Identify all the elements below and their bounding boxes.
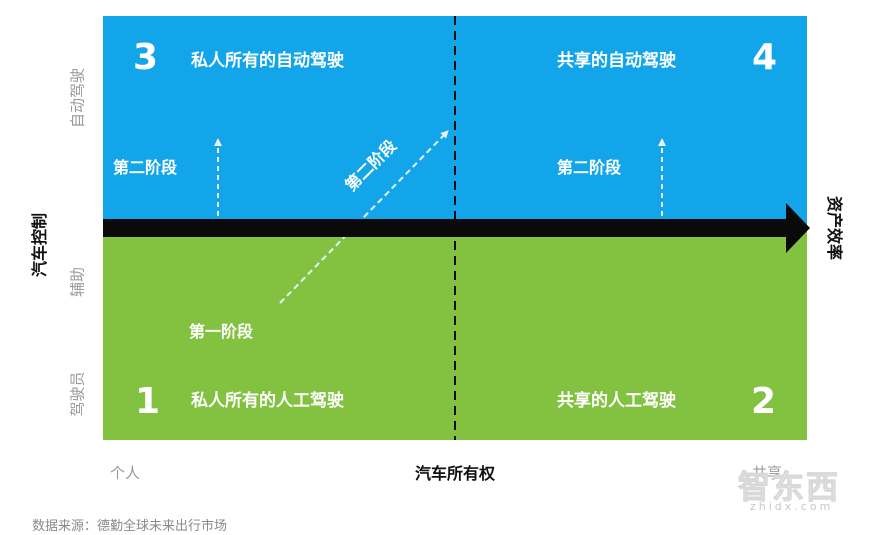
stage-label: 第二阶段 (557, 158, 622, 177)
quadrant-number: 4 (752, 37, 778, 78)
watermark: 智东西 zhidx.com (737, 462, 868, 522)
axis-label-driver: 驾驶员 (68, 371, 87, 417)
quadrant-title: 私人所有的自动驾驶 (191, 51, 344, 71)
stage-label: 第一阶段 (189, 322, 254, 341)
quadrant-number: 1 (135, 381, 161, 422)
quadrant-title: 私人所有的人工驾驶 (191, 391, 344, 411)
stage-label-diagonal: 第二阶段 (341, 135, 400, 194)
quadrant-number: 2 (751, 381, 777, 422)
axis-label-assist: 辅助 (68, 266, 87, 298)
quadrant-shared-autonomous: 4 共享的自动驾驶 第二阶段 (455, 16, 807, 228)
asset-efficiency-axis (103, 219, 789, 237)
axis-label-personal: 个人 (110, 464, 141, 482)
quadrant-private-manual: 1 私人所有的人工驾驶 第一阶段 (103, 228, 455, 440)
quadrant-title: 共享的人工驾驶 (557, 391, 676, 411)
data-source: 数据来源：德勤全球未来出行市场 (32, 519, 228, 534)
axis-title-asset-efficiency: 资产效率 (825, 195, 844, 261)
axis-arrowhead (786, 203, 810, 253)
axis-label-autonomous: 自动驾驶 (68, 67, 87, 129)
stage-label: 第二阶段 (113, 158, 178, 177)
axis-title-ownership: 汽车所有权 (414, 464, 496, 483)
axis-title-vehicle-control: 汽车控制 (30, 212, 49, 278)
watermark-url: zhidx.com (750, 500, 834, 513)
axis-label-shared: 共享 (752, 464, 783, 482)
quadrant-private-autonomous: 3 私人所有的自动驾驶 第二阶段 (103, 16, 455, 228)
quadrant-number: 3 (133, 37, 159, 78)
quadrant-shared-manual: 2 共享的人工驾驶 (455, 228, 807, 440)
watermark-logo: 智东西 (737, 468, 841, 507)
quadrant-title: 共享的自动驾驶 (557, 51, 676, 71)
